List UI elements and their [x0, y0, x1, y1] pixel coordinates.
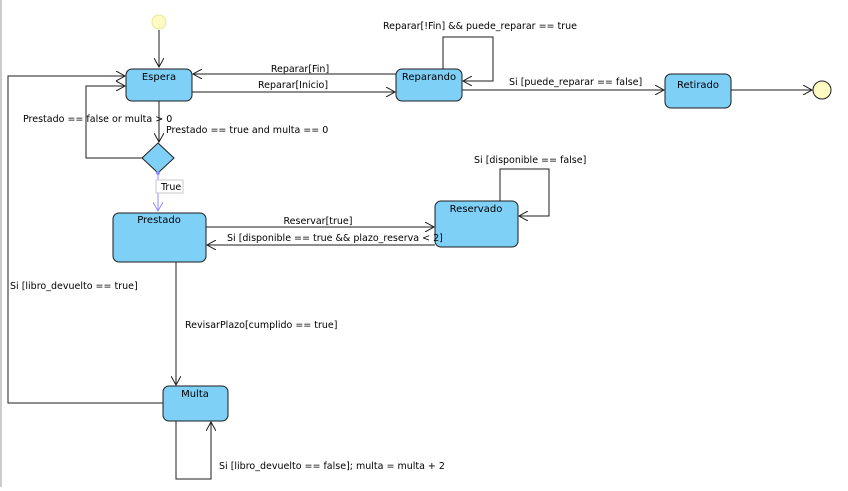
- edge-multa-self: [175, 421, 211, 480]
- edge-reservado-self: [499, 168, 550, 216]
- state-espera-label: Espera: [142, 72, 176, 83]
- state-reparando-label: Reparando: [402, 72, 456, 83]
- true-label-box: [155, 179, 184, 194]
- choice-anchor-dot: [156, 171, 160, 175]
- label-reparar-self: Reparar[!Fin] && puede_reparar == true: [383, 21, 577, 32]
- state-prestado[interactable]: Prestado: [112, 212, 207, 263]
- label-choice-enter: Prestado == true and multa == 0: [166, 125, 328, 136]
- state-espera[interactable]: Espera: [125, 68, 193, 102]
- label-true: True: [160, 182, 181, 193]
- state-prestado-label: Prestado: [137, 215, 181, 226]
- edge-choice-espera: [85, 86, 142, 159]
- state-retirado-label: Retirado: [677, 80, 719, 91]
- label-reservado-prestado: Si [disponible == true && plazo_reserva …: [227, 233, 443, 244]
- label-multa-espera: Si [libro_devuelto == true]: [10, 281, 138, 292]
- state-reparando[interactable]: Reparando: [395, 68, 463, 102]
- label-reparar-fin: Reparar[Fin]: [271, 64, 329, 75]
- label-multa-self: Si [libro_devuelto == false]; multa = mu…: [219, 461, 445, 472]
- label-reparando-retirado: Si [puede_reparar == false]: [509, 77, 642, 88]
- state-reservado-label: Reservado: [450, 204, 503, 215]
- state-reservado[interactable]: Reservado: [434, 200, 519, 248]
- final-node[interactable]: [812, 80, 832, 100]
- label-reparar-inicio: Reparar[Inicio]: [258, 80, 328, 91]
- label-reservar: Reservar[true]: [284, 216, 353, 227]
- edge-reparando-self: [442, 36, 494, 81]
- choice-node[interactable]: [141, 142, 175, 174]
- state-retirado[interactable]: Retirado: [664, 73, 732, 109]
- label-choice-loop: Prestado == false or multa > 0: [23, 114, 172, 125]
- initial-node[interactable]: [151, 14, 167, 30]
- state-multa-label: Multa: [181, 389, 209, 400]
- label-revisar-plazo: RevisarPlazo[cumplido == true]: [185, 320, 337, 331]
- state-multa[interactable]: Multa: [162, 385, 229, 422]
- edge-multa-espera: [7, 76, 163, 404]
- label-reservado-self: Si [disponible == false]: [474, 155, 586, 166]
